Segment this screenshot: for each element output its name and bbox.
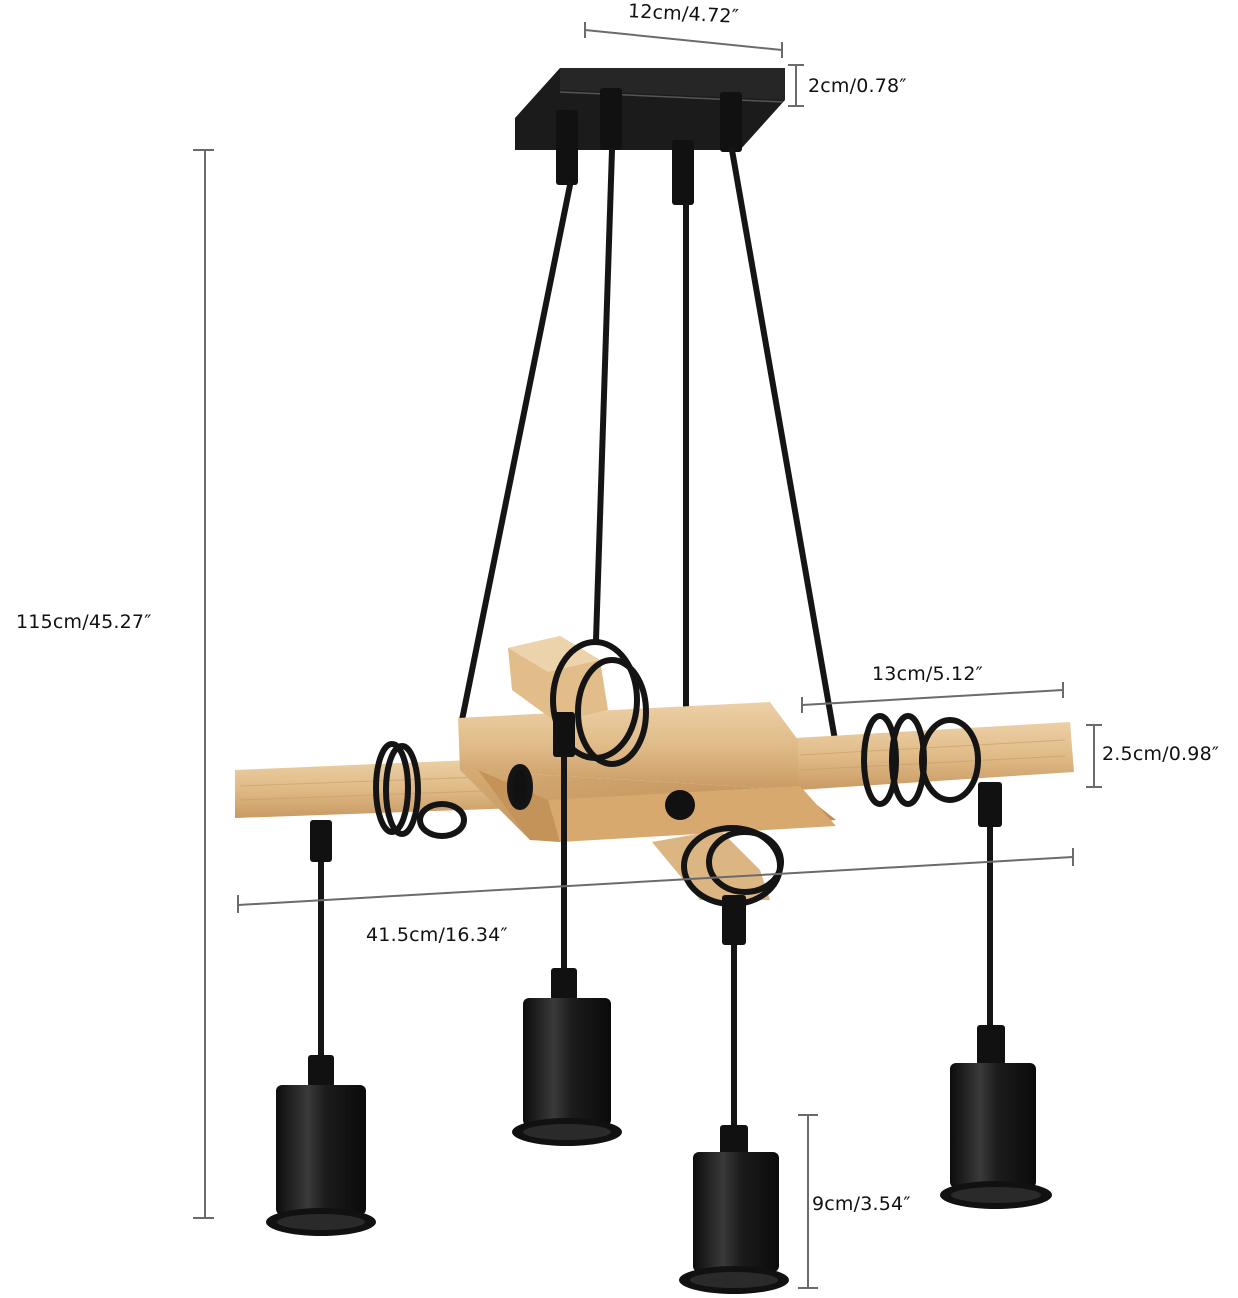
overall-width-label: 41.5cm/16.34″ [366, 924, 508, 946]
cord-coils [373, 639, 981, 907]
socket-height-label: 9cm/3.54″ [812, 1193, 911, 1215]
pendant-socket-1 [266, 820, 376, 1236]
ceiling-canopy [515, 68, 785, 205]
dimension-lines [193, 22, 1102, 1289]
beam-thickness-label: 2.5cm/0.98″ [1102, 743, 1220, 765]
overall-height-label: 115cm/45.27″ [16, 611, 152, 633]
beam-segment-length-label: 13cm/5.12″ [872, 663, 983, 685]
pendant-socket-3 [679, 895, 789, 1294]
suspension-cords [459, 147, 838, 763]
pendant-socket-2 [512, 712, 622, 1146]
wood-beam-right [795, 722, 1074, 790]
canopy-height-label: 2cm/0.78″ [808, 75, 907, 97]
pendant-socket-4 [940, 782, 1052, 1209]
